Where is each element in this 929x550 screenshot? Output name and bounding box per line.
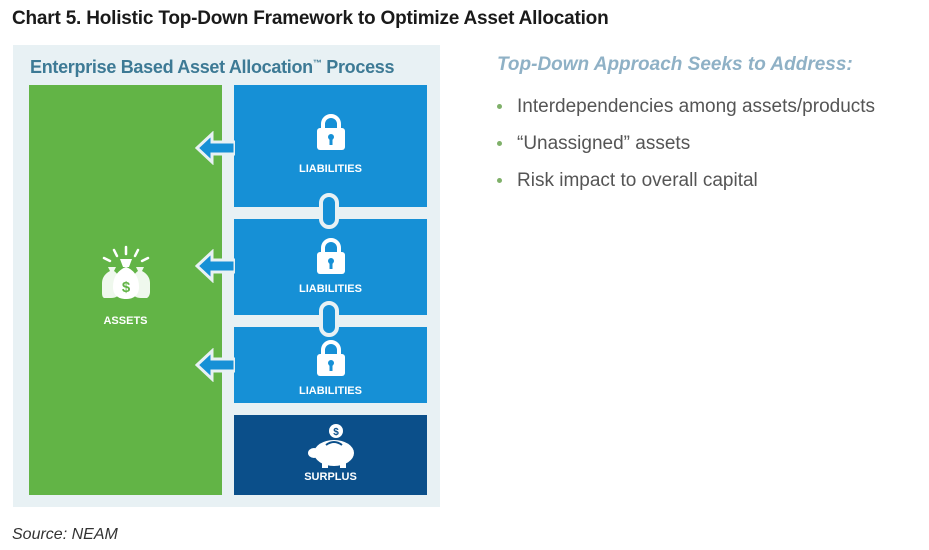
- piggy-bank-icon: $: [308, 424, 354, 468]
- liabilities-label-1: LIABILITIES: [299, 163, 362, 175]
- heading-suffix: Process: [321, 57, 395, 77]
- liabilities-box-2: LIABILITIES: [234, 219, 427, 315]
- lock-icon: [317, 238, 345, 274]
- arrow-left-icon: [195, 249, 235, 283]
- svg-text:$: $: [333, 427, 339, 438]
- money-bags-icon: $: [102, 245, 150, 299]
- arrow-left-icon: [195, 131, 235, 165]
- chain-link-icon: [319, 301, 339, 337]
- lock-icon: [317, 114, 345, 150]
- lock-icon: [317, 340, 345, 376]
- list-item: “Unassigned” assets: [497, 125, 875, 162]
- source-note: Source: NEAM: [12, 526, 118, 543]
- list-item: Interdependencies among assets/products: [497, 88, 875, 125]
- assets-column: $ ASSETS: [29, 85, 222, 495]
- chain-link-icon: [319, 193, 339, 229]
- liabilities-label-3: LIABILITIES: [299, 385, 362, 397]
- liabilities-box-3: LIABILITIES: [234, 327, 427, 403]
- trademark: ™: [312, 58, 322, 68]
- approach-title: Top-Down Approach Seeks to Address:: [497, 54, 853, 75]
- list-item-text: “Unassigned” assets: [517, 132, 691, 154]
- liabilities-box-1: LIABILITIES: [234, 85, 427, 207]
- list-item-text: Risk impact to overall capital: [517, 169, 758, 191]
- surplus-box: $ SURPLUS: [234, 415, 427, 495]
- chart-title: Chart 5. Holistic Top-Down Framework to …: [12, 8, 609, 29]
- list-item: Risk impact to overall capital: [497, 162, 875, 199]
- framework-diagram: Enterprise Based Asset Allocation™ Proce…: [13, 45, 440, 507]
- approach-list: Interdependencies among assets/products …: [497, 88, 875, 199]
- heading-text: Enterprise Based Asset Allocation: [30, 57, 313, 77]
- bullet-icon: [497, 104, 502, 109]
- bullet-icon: [497, 178, 502, 183]
- list-item-text: Interdependencies among assets/products: [517, 95, 876, 117]
- assets-label: ASSETS: [103, 315, 148, 327]
- diagram-heading: Enterprise Based Asset Allocation™ Proce…: [30, 57, 395, 78]
- bullet-icon: [497, 141, 502, 146]
- surplus-label: SURPLUS: [304, 471, 357, 483]
- svg-text:$: $: [122, 279, 131, 296]
- arrow-left-icon: [195, 348, 235, 382]
- liabilities-label-2: LIABILITIES: [299, 283, 362, 295]
